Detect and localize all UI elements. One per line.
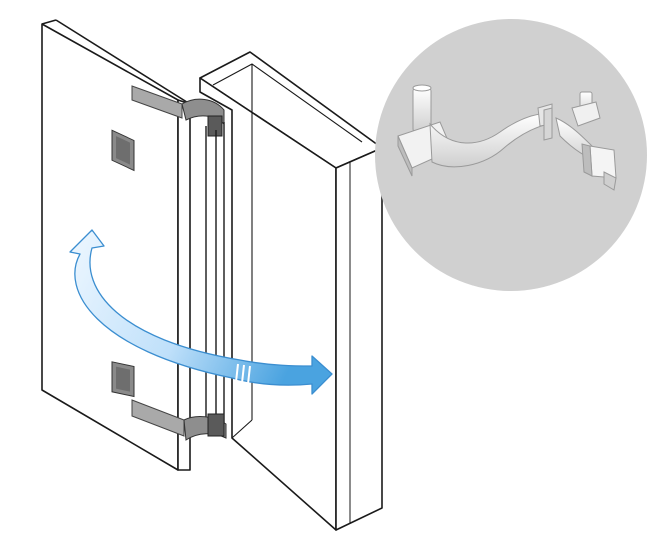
door-top-back-edge bbox=[55, 19, 191, 105]
upper-hinge bbox=[111, 85, 225, 172]
upper-hinge-block bbox=[207, 115, 223, 137]
lower-hinge bbox=[111, 361, 227, 441]
door-top-edge bbox=[41, 19, 57, 25]
swing-arrow-body bbox=[69, 229, 333, 395]
swing-arrow bbox=[69, 229, 333, 395]
arrow-stripe-1 bbox=[235, 363, 239, 383]
hinge-track bbox=[205, 122, 225, 426]
lower-hinge-plate-inner bbox=[116, 366, 130, 392]
door-edge bbox=[177, 99, 191, 471]
hinge-detail-inset bbox=[375, 19, 647, 291]
upper-hinge-plate-inner bbox=[116, 136, 130, 165]
cabinet-body bbox=[199, 51, 383, 531]
inset-right-hinge-part bbox=[555, 91, 617, 191]
door-panel bbox=[41, 19, 191, 471]
arrow-stripe-2 bbox=[241, 364, 245, 384]
inset-left-hinge-part bbox=[397, 84, 553, 177]
cabinet-inner-bottom-edge bbox=[231, 419, 253, 439]
inset-circle bbox=[375, 19, 647, 291]
lower-hinge-arm bbox=[131, 399, 185, 437]
door-front-face bbox=[41, 23, 179, 471]
upper-hinge-arm bbox=[131, 85, 183, 119]
lower-hinge-block bbox=[207, 413, 225, 437]
arrow-stripe-3 bbox=[247, 365, 251, 385]
cabinet-front-edge bbox=[335, 147, 383, 531]
